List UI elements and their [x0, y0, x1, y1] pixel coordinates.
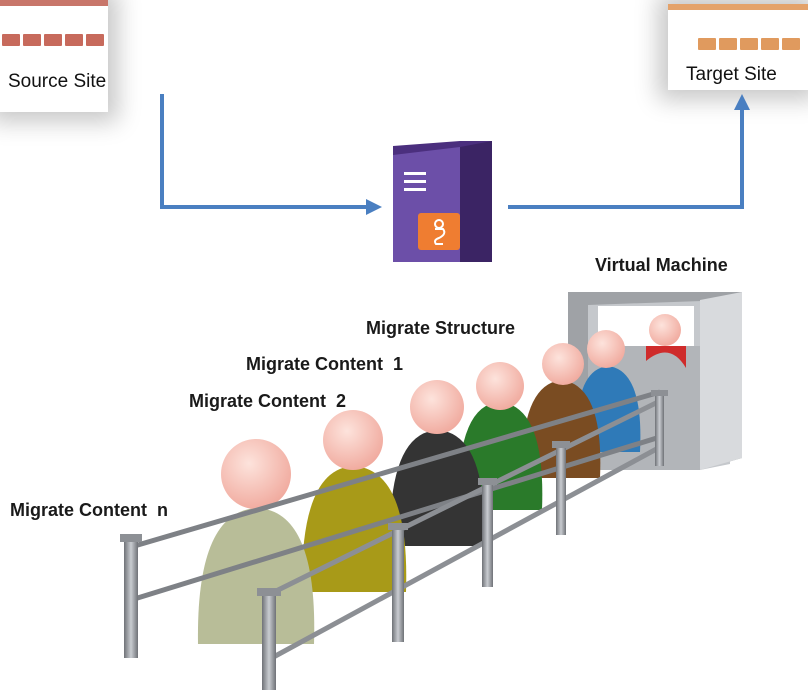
- fence-illustration: [120, 389, 668, 690]
- tile-icon: [782, 38, 800, 50]
- target-site-label: Target Site: [686, 64, 777, 85]
- tile-icon: [761, 38, 779, 50]
- source-site-header-bar: [0, 0, 108, 6]
- person-olive: [301, 410, 407, 592]
- arrow-source-to-server: [160, 94, 382, 215]
- step-label-migrate-content-1: Migrate Content 1: [246, 354, 404, 374]
- virtual-machine-label: Virtual Machine: [595, 255, 728, 275]
- step-label-migrate-structure: Migrate Structure: [366, 318, 516, 338]
- person-brown: [521, 343, 601, 478]
- source-site-tiles: [2, 34, 104, 46]
- tile-icon: [719, 38, 737, 50]
- server-icon: [393, 141, 492, 262]
- tile-icon: [740, 38, 758, 50]
- tile-icon: [86, 34, 104, 46]
- person-black: [389, 380, 485, 546]
- source-site-label: Source Site: [8, 71, 107, 92]
- step-label-migrate-content-2: Migrate Content 2: [189, 391, 347, 411]
- tile-icon: [44, 34, 62, 46]
- migration-agent-icon: [418, 213, 460, 250]
- tile-icon: [698, 38, 716, 50]
- tile-icon: [65, 34, 83, 46]
- tile-icon: [23, 34, 41, 46]
- target-site-header-bar: [668, 4, 808, 10]
- source-site-thumbnail: [0, 0, 108, 112]
- arrow-server-to-target: [508, 94, 750, 209]
- person-sage: [197, 439, 315, 644]
- step-label-migrate-content-n: Migrate Content n: [10, 500, 168, 520]
- tile-icon: [2, 34, 20, 46]
- target-site-thumbnail: [668, 4, 808, 90]
- target-site-tiles: [698, 38, 800, 50]
